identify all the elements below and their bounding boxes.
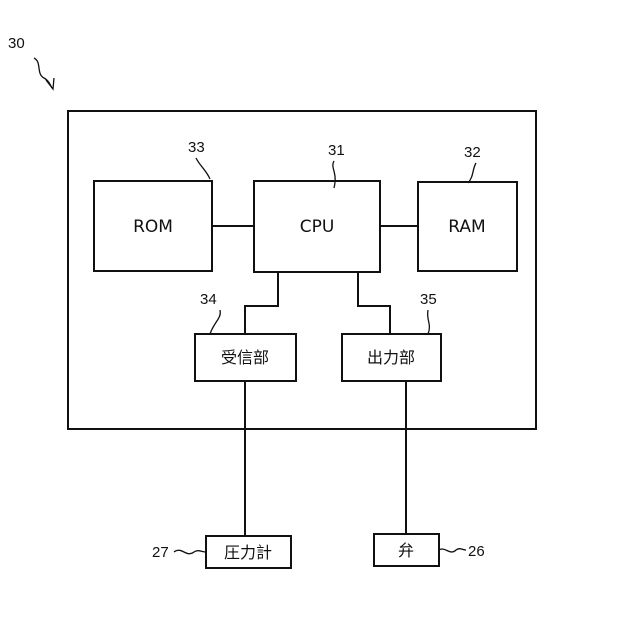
system-ref-label: 30 xyxy=(8,35,25,52)
receiver-label: 受信部 xyxy=(221,348,269,367)
pressure-gauge-ref: 27 xyxy=(152,544,169,561)
output-label: 出力部 xyxy=(367,348,415,367)
valve-label: 弁 xyxy=(398,541,414,560)
rom-ref-leader xyxy=(196,158,210,179)
output-ref: 35 xyxy=(420,291,437,308)
ram-ref-leader xyxy=(468,163,476,183)
rom-label: ROM xyxy=(133,217,173,237)
rom-ref: 33 xyxy=(188,139,205,156)
ram-ref: 32 xyxy=(464,144,481,161)
ram-label: RAM xyxy=(448,217,485,237)
valve-ref-leader xyxy=(439,549,466,552)
receiver-ref: 34 xyxy=(200,291,217,308)
receiver-ref-leader xyxy=(210,310,220,334)
output-ref-leader xyxy=(428,310,430,334)
cpu-label: CPU xyxy=(300,217,335,237)
cpu-ref: 31 xyxy=(328,142,345,159)
wire-cpu-output xyxy=(358,272,390,334)
pressure-gauge-label: 圧力計 xyxy=(224,543,272,562)
pressure-gauge-ref-leader xyxy=(174,550,206,553)
valve-ref: 26 xyxy=(468,543,485,560)
wire-cpu-receiver xyxy=(245,272,278,334)
